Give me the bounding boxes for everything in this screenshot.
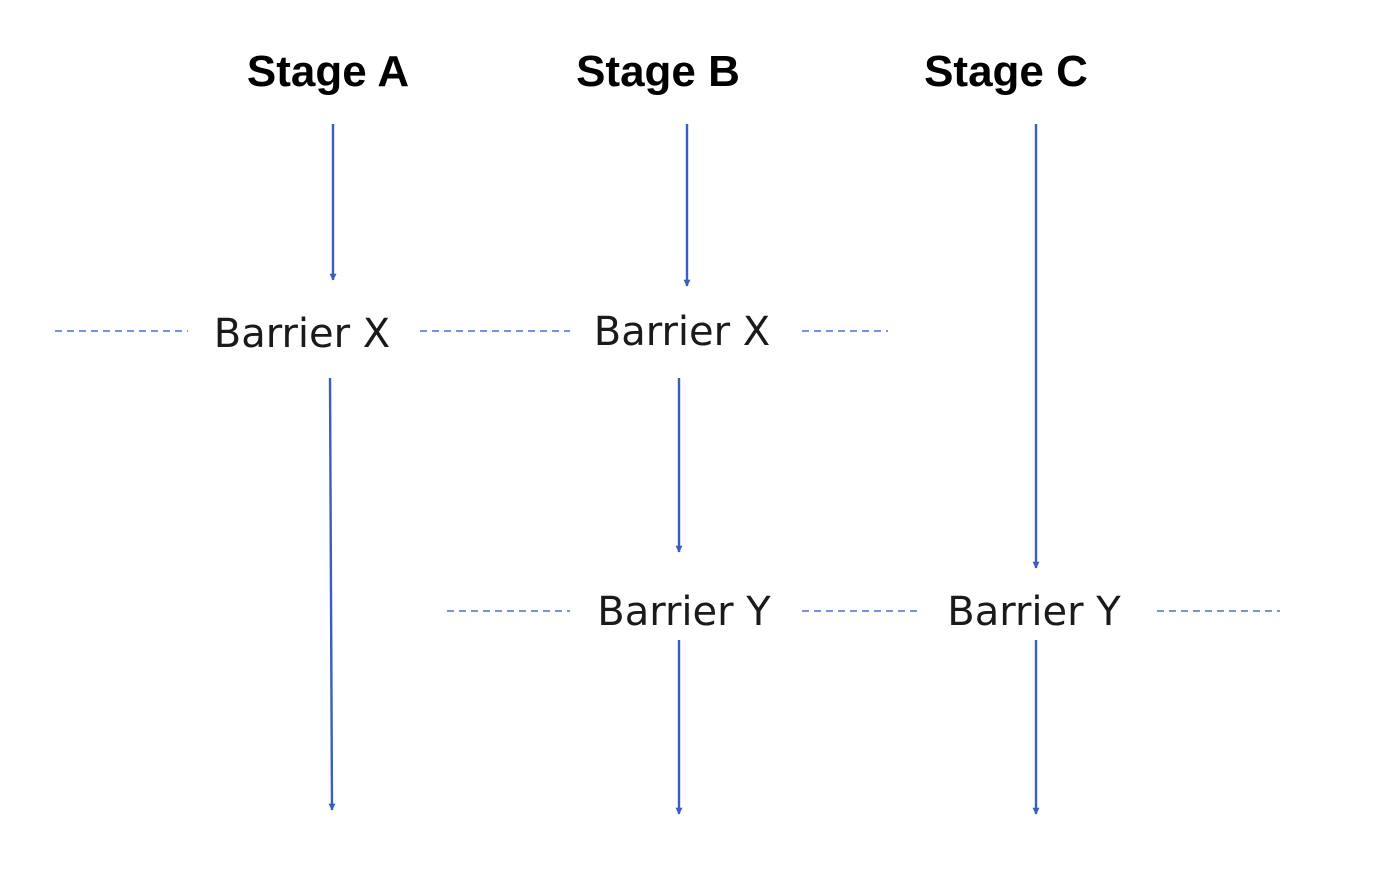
barrier-x-label-stage-b: Barrier X [594,309,770,355]
stage-a-title: Stage A [247,47,409,96]
barrier-y-label-stage-c: Barrier Y [947,589,1121,635]
stage-b-title: Stage B [576,47,740,96]
barrier-x-label-stage-a: Barrier X [214,311,390,357]
stage-a-arrow-to-end [328,377,336,811]
barrier-y-label-stage-b: Barrier Y [597,589,771,635]
stage-c-title: Stage C [924,47,1088,96]
